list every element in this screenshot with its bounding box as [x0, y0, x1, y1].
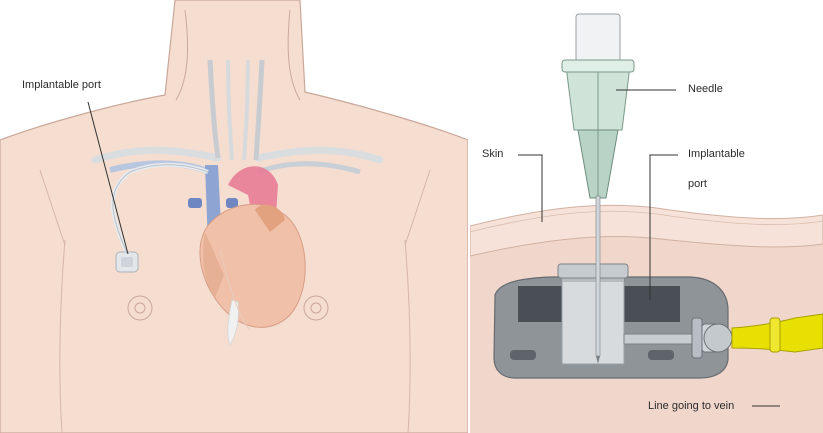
line-to-vein-label: Line going to vein	[648, 400, 734, 413]
port-cross-section	[470, 0, 823, 433]
skin-label: Skin	[482, 148, 503, 161]
implantable-port-label-line1: Implantable	[688, 148, 745, 161]
needle-cap	[576, 14, 620, 66]
chest-illustration	[0, 0, 468, 433]
port-reservoir	[562, 272, 624, 364]
chest-illustration-panel: Implantable port	[0, 0, 468, 433]
needle-shaft	[596, 196, 600, 356]
needle-label: Needle	[688, 83, 723, 96]
implantable-port-label-line2: port	[688, 178, 707, 191]
port-cross-section-panel: Needle Skin Implantable port Line going …	[470, 0, 823, 433]
implantable-port-label: Implantable port	[22, 79, 101, 92]
